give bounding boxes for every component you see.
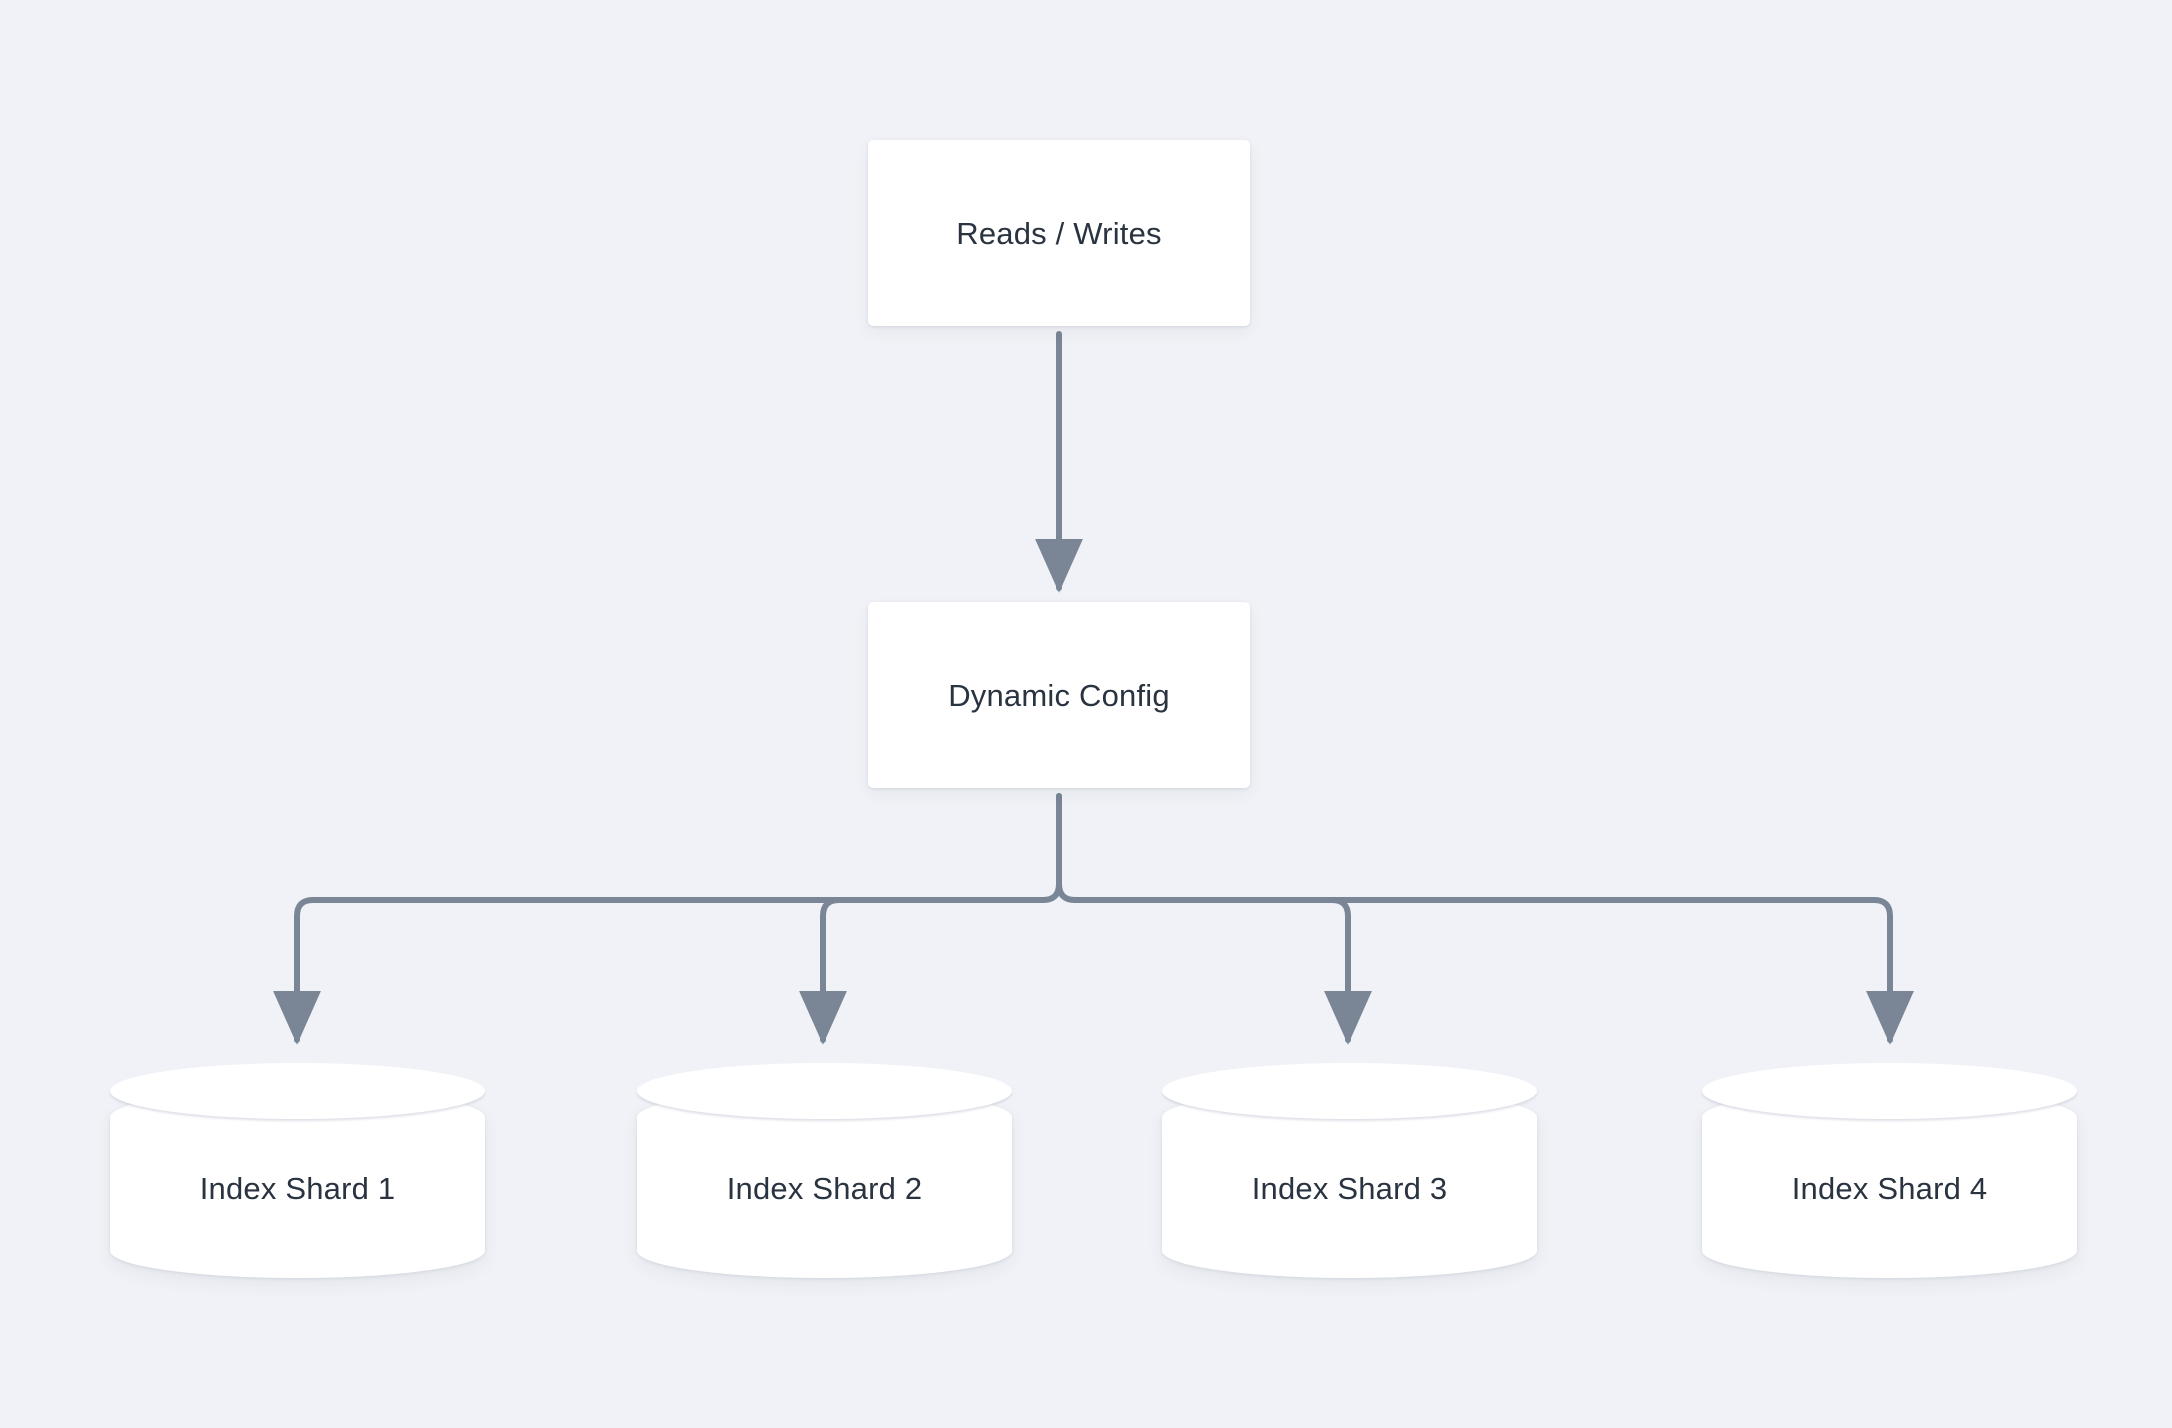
node-reads-writes-label: Reads / Writes xyxy=(956,215,1162,251)
node-dynamic-config-label: Dynamic Config xyxy=(948,677,1170,713)
cylinder-top-ellipse xyxy=(637,1063,1012,1119)
node-index-shard-4-label: Index Shard 4 xyxy=(1791,1170,1988,1206)
cylinder-body xyxy=(110,1090,485,1278)
node-index-shard-2[interactable]: Index Shard 2 xyxy=(637,1063,1012,1278)
edge-dynamic-config-to-shard-1 xyxy=(273,897,1046,1045)
node-dynamic-config[interactable]: Dynamic Config xyxy=(868,602,1250,788)
edge-dynamic-config-to-shard-3 xyxy=(1072,897,1372,1045)
node-index-shard-3-label: Index Shard 3 xyxy=(1251,1170,1448,1206)
edge-dynamic-config-to-shard-4 xyxy=(1072,897,1914,1045)
node-reads-writes[interactable]: Reads / Writes xyxy=(868,140,1250,326)
cylinder-top-ellipse xyxy=(110,1063,485,1119)
cylinder-body xyxy=(1702,1090,2077,1278)
edge-dynamic-config-to-shard-2 xyxy=(799,897,1046,1045)
node-index-shard-2-label: Index Shard 2 xyxy=(726,1170,923,1206)
cylinder-body xyxy=(1162,1090,1537,1278)
edge-dynamic-config-stem-right xyxy=(1056,793,1078,903)
cylinder-top-ellipse xyxy=(1702,1063,2077,1119)
node-index-shard-3[interactable]: Index Shard 3 xyxy=(1162,1063,1537,1278)
node-index-shard-4[interactable]: Index Shard 4 xyxy=(1702,1063,2077,1278)
cylinder-body xyxy=(637,1090,1012,1278)
node-index-shard-1-label: Index Shard 1 xyxy=(199,1170,396,1206)
cylinder-top-ellipse xyxy=(1162,1063,1537,1119)
node-index-shard-1[interactable]: Index Shard 1 xyxy=(110,1063,485,1278)
edge-dynamic-config-stem xyxy=(1040,793,1062,903)
